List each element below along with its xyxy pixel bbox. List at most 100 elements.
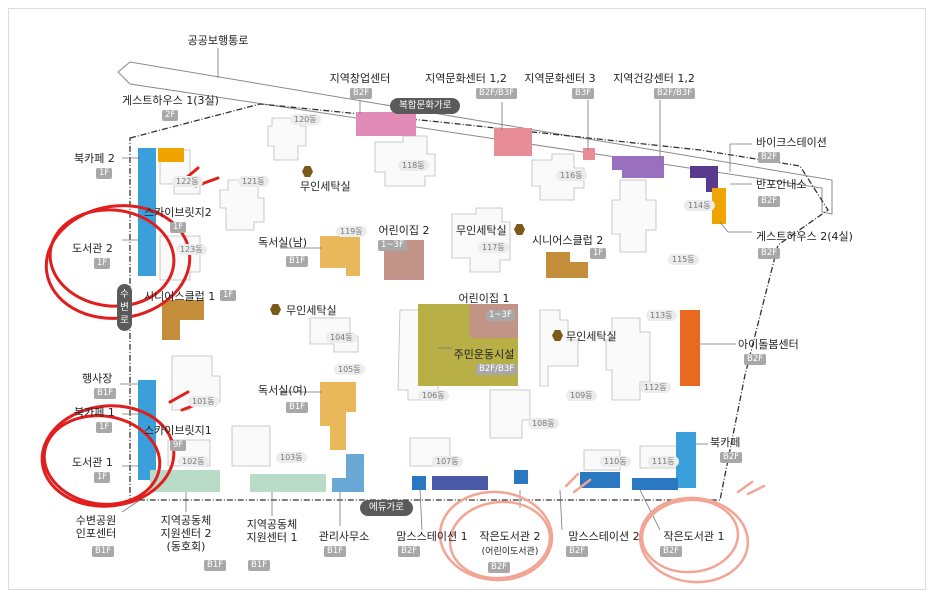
floor-badge: B2F <box>350 88 373 99</box>
site-boundary <box>129 103 829 501</box>
label-sky-bridge-1: 스카이브릿지1 <box>144 424 212 437</box>
floor-badge: 9F <box>170 440 187 451</box>
road-edu: 에듀가로 <box>360 500 413 516</box>
startup-center-block <box>356 112 416 136</box>
label-laundry-4: 무인세탁실 <box>566 330 617 343</box>
bldg-num: 123동 <box>176 244 207 255</box>
small-library-1b-block <box>632 478 678 490</box>
floor-badge: 1~3F <box>486 310 515 321</box>
bldg-num: 114동 <box>684 200 715 211</box>
floor-badge: B1F <box>92 546 115 557</box>
label-childcare: 아이돌봄센터 <box>738 338 799 351</box>
bldg-121 <box>219 179 265 231</box>
floor-badge: B2F <box>660 546 683 557</box>
support-2-block <box>150 470 220 492</box>
label-small-library-2-sub: (어린이도서관) <box>481 547 539 557</box>
floor-badge: B2F <box>488 562 511 573</box>
bldg-114-115 <box>611 179 657 253</box>
floor-badge: B1F <box>94 388 117 399</box>
floor-badge: 1F <box>96 422 113 433</box>
floor-badge: 1F <box>94 258 111 269</box>
daycare-1-block <box>470 304 518 338</box>
mom-station-1-block <box>412 476 426 490</box>
label-health-center: 지역건강센터 1,2 <box>613 72 695 85</box>
laundry-icon <box>270 304 281 315</box>
guesthouse-2-block <box>712 188 726 224</box>
reading-male-block <box>320 236 360 276</box>
guesthouse-1-block <box>158 148 184 162</box>
reading-female-block <box>320 382 356 450</box>
bldg-num: 120동 <box>290 114 321 125</box>
small-library-1a-block <box>580 472 620 488</box>
bldg-num: 122동 <box>172 176 203 187</box>
label-culture-center-3: 지역문화센터 3 <box>524 72 596 85</box>
floor-badge: B1F <box>286 402 309 413</box>
floor-badge: 1F <box>170 222 187 233</box>
book-cafe-block <box>676 432 696 488</box>
label-book-cafe: 북카페 <box>710 436 741 449</box>
label-support-2: 지역공동체 지원센터 2 (동호회) <box>160 514 212 553</box>
floor-badge: 1F <box>96 168 113 179</box>
bldg-num: 110동 <box>600 456 631 467</box>
bldg-num: 118동 <box>398 160 429 171</box>
bldg-num: 117동 <box>478 242 509 253</box>
bldg-num: 113동 <box>646 310 677 321</box>
culture-center-3-block <box>583 148 595 160</box>
bldg-num: 105동 <box>334 364 365 375</box>
label-library-2: 도서관 2 <box>72 242 113 255</box>
label-management: 관리사무소 <box>318 530 370 543</box>
bldg-num: 108동 <box>528 418 559 429</box>
label-senior-club-2: 시니어스클럽 2 <box>532 234 604 247</box>
floor-badge: B2F <box>398 546 421 557</box>
label-mom-station-2: 맘스스테이션 2 <box>568 530 640 543</box>
bldg-117 <box>451 207 511 273</box>
walkway-label: 공공보행통로 <box>187 34 249 47</box>
label-daycare-2: 어린이집 2 <box>378 224 430 237</box>
bldg-num: 102동 <box>178 456 209 467</box>
bldg-112-113 <box>605 317 651 401</box>
floor-badge: B1F <box>324 546 347 557</box>
label-library-1: 도서관 1 <box>72 456 113 469</box>
bldg-120 <box>267 117 307 161</box>
floor-badge: B2F/B3F <box>476 364 518 375</box>
label-daycare-1: 어린이집 1 <box>458 292 510 305</box>
floor-badge: B2F/B3F <box>654 88 696 99</box>
label-reading-male: 독서실(남) <box>258 236 308 249</box>
frame-border <box>8 8 926 590</box>
bldg-num: 111동 <box>648 456 679 467</box>
floor-badge: 1F <box>590 248 607 259</box>
floor-badge: B1F <box>286 256 309 267</box>
senior-club-2-block <box>546 252 588 278</box>
floor-badge: 1F <box>94 472 111 483</box>
road-riverside-char: 로 <box>120 315 129 326</box>
floor-badge: B1F <box>248 560 271 571</box>
road-riverside-char: 변 <box>120 302 129 313</box>
bldg-108 <box>489 389 531 439</box>
label-small-library-1: 작은도서관 1 <box>663 530 725 543</box>
bldg-num: 109동 <box>566 390 597 401</box>
bldg-num: 101동 <box>188 396 219 407</box>
label-mom-station-1: 맘스스테이션 1 <box>396 530 468 543</box>
floor-badge: B2F/B3F <box>476 88 518 99</box>
floor-badge: B3F <box>572 88 595 99</box>
label-startup-center: 지역창업센터 <box>329 72 391 85</box>
bldg-num: 119동 <box>336 226 367 237</box>
management-block <box>332 454 364 492</box>
label-laundry-1: 무인세탁실 <box>300 180 351 193</box>
label-culture-center-12: 지역문화센터 1,2 <box>425 72 507 85</box>
bldg-num: 112동 <box>640 382 671 393</box>
bldg-num: 104동 <box>326 332 357 343</box>
label-laundry-3: 무인세탁실 <box>286 304 337 317</box>
label-senior-club-1: 시니어스클럽 1 <box>144 290 216 303</box>
facility-blocks <box>138 112 726 492</box>
mom-station-2-block <box>514 470 528 484</box>
health-center-block <box>612 156 664 178</box>
label-event-hall: 행사장 <box>82 372 113 385</box>
road-complex-culture: 복합문화가로 <box>390 98 461 114</box>
label-book-cafe-1: 북카페 1 <box>74 406 115 419</box>
floor-badge: B2F <box>758 248 781 259</box>
bldg-num: 103동 <box>276 452 307 463</box>
library-1-block <box>138 380 156 480</box>
childcare-block <box>680 310 700 386</box>
